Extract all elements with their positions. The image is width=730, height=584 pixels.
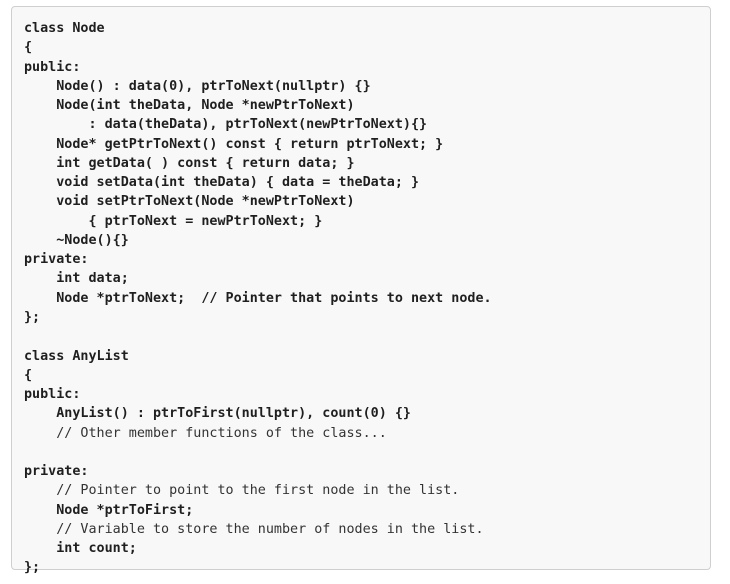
code-line: class AnyList: [24, 348, 129, 364]
code-line: public:: [24, 387, 81, 403]
code-line: int count;: [24, 541, 137, 557]
code-line: ~Node(){}: [24, 232, 129, 248]
code-line-blank: [24, 443, 710, 462]
code-line: private:: [24, 252, 89, 268]
code-line: int data;: [24, 271, 129, 287]
code-line: // Pointer to point to the first node in…: [24, 483, 460, 499]
code-line: AnyList() : ptrToFirst(nullptr), count(0…: [24, 406, 411, 422]
code-line: Node *ptrToNext; // Pointer that points …: [24, 290, 492, 306]
code-line: { ptrToNext = newPtrToNext; }: [24, 213, 323, 229]
code-line: public:: [24, 59, 81, 75]
code-line: {: [24, 40, 33, 56]
code-line: };: [24, 560, 41, 576]
code-block: class Node { public: Node() : data(0), p…: [11, 6, 711, 575]
code-line: {: [24, 367, 33, 383]
code-line: Node(int theData, Node *newPtrToNext): [24, 98, 355, 114]
code-line: void setData(int theData) { data = theDa…: [24, 175, 420, 191]
code-line: private:: [24, 464, 89, 480]
code-line: : data(theData), ptrToNext(newPtrToNext)…: [24, 117, 428, 133]
code-line: Node() : data(0), ptrToNext(nullptr) {}: [24, 78, 371, 94]
code-line: int getData( ) const { return data; }: [24, 155, 355, 171]
code-line: Node* getPtrToNext() const { return ptrT…: [24, 136, 444, 152]
code-line: void setPtrToNext(Node *newPtrToNext): [24, 194, 355, 210]
code-line: Node *ptrToFirst;: [24, 502, 194, 518]
code-line: };: [24, 309, 41, 325]
code-line: // Variable to store the number of nodes…: [24, 521, 484, 537]
code-line-blank: [24, 327, 710, 346]
code-line: class Node: [24, 21, 105, 36]
code-line: // Other member functions of the class..…: [24, 425, 387, 441]
